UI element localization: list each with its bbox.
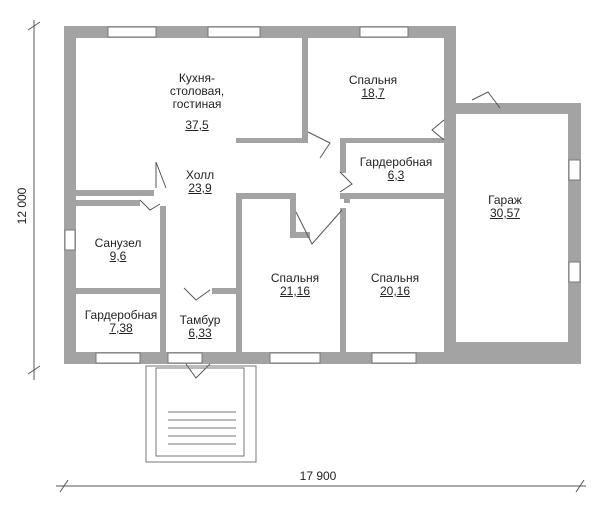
room-label-kitchen: Кухня- столовая, гостиная 37,5 (170, 72, 224, 132)
garage-wall-right (568, 103, 581, 364)
room-label-bathroom: Санузел 9,6 (95, 237, 142, 263)
outer-wall-left (64, 26, 76, 364)
room-name: Холл (185, 168, 215, 182)
room-name: Санузел (94, 236, 142, 250)
door-bath (139, 199, 161, 211)
walls (64, 26, 581, 364)
room-area: 30,57 (489, 206, 521, 220)
room-name: Спальня (370, 271, 420, 285)
garage-wall-bottom (456, 342, 581, 364)
porch (145, 365, 257, 463)
porch-outline (145, 365, 257, 463)
windows (64, 26, 581, 364)
wall-wardrobe-left (340, 143, 346, 173)
window-kitchen-right (207, 26, 261, 38)
room-area: 9,6 (109, 249, 127, 263)
window-entrance (167, 352, 203, 364)
window-bedroom-mid (269, 352, 321, 364)
wall-vestibule-left (160, 294, 166, 352)
doors (139, 91, 501, 379)
wall-bedroom-mid-top (236, 193, 292, 199)
dim-tick (59, 479, 69, 493)
dimension-lines (27, 20, 586, 493)
door-kitchen-hall (155, 161, 167, 189)
wall-kitchen-bedroom (302, 38, 308, 138)
window-wardrobe-left (95, 352, 141, 364)
room-area: 6,33 (188, 326, 212, 340)
door-bedroom-top (307, 131, 331, 159)
room-name: Спальня (270, 271, 320, 285)
wall-wardrobe-bottom (340, 193, 444, 199)
room-area: 37,5 (185, 118, 209, 132)
room-name: столовая, (169, 84, 225, 98)
dimension-width-label: 17 900 (299, 469, 337, 483)
door-vestibule-top (183, 287, 211, 301)
wall-kitchen-bottom (76, 190, 154, 196)
outer-wall-bottom (64, 352, 456, 364)
wall-bedroom-mid-step (290, 193, 296, 235)
door-wardrobe-right (339, 171, 353, 193)
room-label-wardrobe-right: Гардеробная 6,3 (360, 156, 433, 182)
wall-vestibule-top-right (212, 288, 242, 294)
wall-bath-top-a (64, 200, 140, 206)
room-name: Гардеробная (84, 308, 158, 322)
wall-bedroom-bottom (340, 138, 444, 143)
window-bedroom-top (359, 26, 409, 38)
wall-bedroom-mid-left (236, 193, 242, 358)
room-label-bedroom-top: Спальня 18,7 (349, 74, 397, 100)
door-garage (471, 91, 501, 109)
wall-bedroom-right-top (344, 199, 350, 203)
porch-inner (155, 367, 245, 457)
window-bath (64, 229, 76, 251)
wall-bath-right (160, 206, 166, 288)
wall-bedroom-mid-step-b (290, 232, 310, 238)
room-name: Гардеробная (359, 155, 433, 169)
wall-bedroom-right-left (340, 208, 346, 358)
window-kitchen-left (107, 26, 157, 38)
room-label-bedroom-right: Спальня 20,16 (371, 272, 419, 298)
room-area: 18,7 (361, 86, 385, 100)
dim-tick (27, 365, 41, 375)
dimension-height-label: 12 000 (15, 187, 29, 225)
room-name: гостиная (172, 97, 222, 111)
door-hall-bedrooms (295, 209, 343, 245)
room-label-bedroom-mid: Спальня 21,16 (271, 272, 319, 298)
wall-bath-bottom (64, 288, 166, 294)
room-name: Гараж (488, 193, 522, 207)
room-name: Спальня (348, 73, 398, 87)
room-name: Кухня- (178, 71, 216, 85)
window-bedroom-right (371, 352, 417, 364)
room-name: Тамбур (179, 313, 221, 327)
room-area: 20,16 (379, 284, 411, 298)
room-area: 6,3 (387, 168, 405, 182)
garage-wall-top (456, 103, 581, 114)
room-label-garage: Гараж 30,57 (488, 194, 522, 220)
room-label-wardrobe-left: Гардеробная 7,38 (85, 309, 158, 335)
dim-tick (575, 479, 585, 493)
door-entrance (185, 363, 211, 379)
room-label-vestibule: Тамбур 6,33 (180, 314, 221, 340)
room-label-hall: Холл 23,9 (186, 169, 214, 195)
room-area: 7,38 (109, 321, 133, 335)
room-area: 21,16 (279, 284, 311, 298)
outer-wall-right-house (444, 26, 456, 364)
room-area: 23,9 (188, 181, 212, 195)
window-garage-right-1 (568, 159, 581, 181)
door-garage-side (431, 119, 445, 141)
dim-tick (27, 21, 41, 31)
wall-kitchen-hall-right (236, 138, 308, 143)
window-garage-right-2 (568, 261, 581, 283)
